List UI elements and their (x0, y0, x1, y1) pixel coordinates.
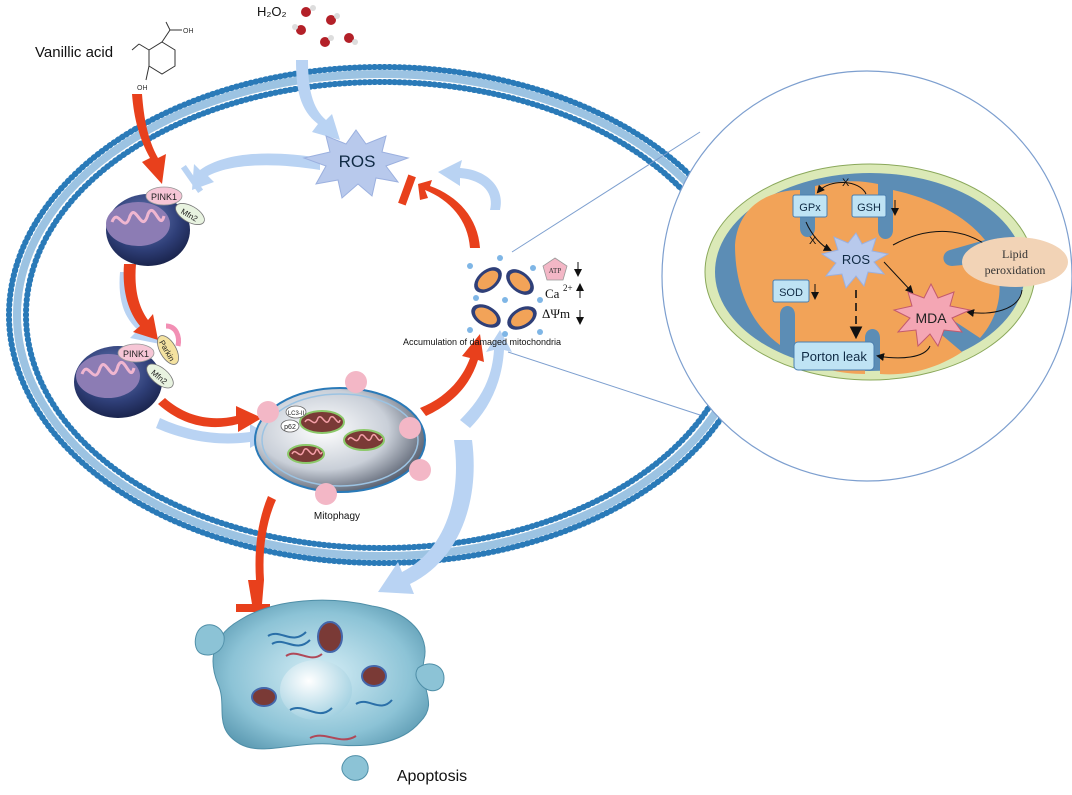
mitochondrion-1: PINK1 Mfn2 (106, 186, 205, 266)
oh-top-label: OH (183, 28, 194, 35)
mda-star: MDA (892, 282, 972, 348)
mitophagosome: LC3-II p62 (254, 371, 431, 505)
accumulation-label: Accumulation of damaged mitochondria (403, 337, 561, 347)
proton-leak-label: Porton leak (801, 349, 867, 364)
parkin-recruit-icon (165, 323, 181, 347)
lipid-label-2: peroxidation (985, 263, 1046, 277)
ros-main-label: ROS (339, 152, 376, 171)
apoptotic-cell (194, 599, 445, 781)
lipid-label-1: Lipid (1002, 247, 1028, 261)
vanillic-acid-structure (131, 21, 182, 81)
sod-box: SOD (772, 279, 819, 303)
ca-superscript: 2+ (563, 283, 573, 293)
apoptosis-label: Apoptosis (397, 768, 467, 785)
p62-label: p62 (284, 424, 296, 431)
ros-to-lipid-arrow (892, 230, 992, 250)
damaged-mitochondria-cluster (467, 255, 543, 337)
block-x-icon-2: X (809, 235, 817, 247)
h2o2-label: H₂O₂ (257, 4, 287, 19)
lipid-peroxidation-ellipse: Lipid peroxidation (962, 237, 1068, 287)
ros-main-star: ROS (302, 129, 410, 199)
ros-to-gpx-arrow (805, 221, 832, 251)
gsh-label: GSH (857, 202, 881, 214)
mito-matrix (735, 181, 1000, 375)
gsh-box: GSH (851, 194, 899, 218)
ros-to-mda-arrow (883, 261, 914, 294)
ca-label: Ca (545, 286, 560, 301)
block-x-icon: X (842, 177, 850, 189)
ros-inset-star: ROS (820, 232, 890, 290)
lc3-label: LC3-II (288, 411, 305, 417)
lipid-to-mda-arrow (966, 289, 1023, 318)
gsh-to-gpx-arrow (816, 182, 867, 195)
gpx-box: GPx (792, 194, 828, 218)
pink1-label-a: PINK1 (151, 192, 177, 202)
atp-label: ATP (549, 267, 562, 275)
atp-pentagon: ATP (542, 257, 568, 281)
mda-to-leak-arrow (876, 345, 931, 362)
mitophagy-label: Mitophagy (314, 511, 360, 522)
mitochondrion-2: PINK1 Parkin Mfn2 (74, 323, 181, 418)
mda-label: MDA (915, 310, 947, 326)
gpx-label: GPx (799, 202, 821, 214)
proton-leak-box: Porton leak (793, 341, 875, 371)
pink1-label-b: PINK1 (123, 349, 149, 359)
vanillic-acid-label: Vanillic acid (35, 44, 113, 61)
sod-label: SOD (779, 287, 803, 299)
red-arrows (123, 94, 484, 612)
h2o2-molecules-icon (292, 5, 358, 47)
oh-bottom-label: OH (137, 85, 148, 92)
dpsi-label: ΔΨm (542, 306, 570, 321)
ros-inset-label: ROS (842, 252, 871, 267)
